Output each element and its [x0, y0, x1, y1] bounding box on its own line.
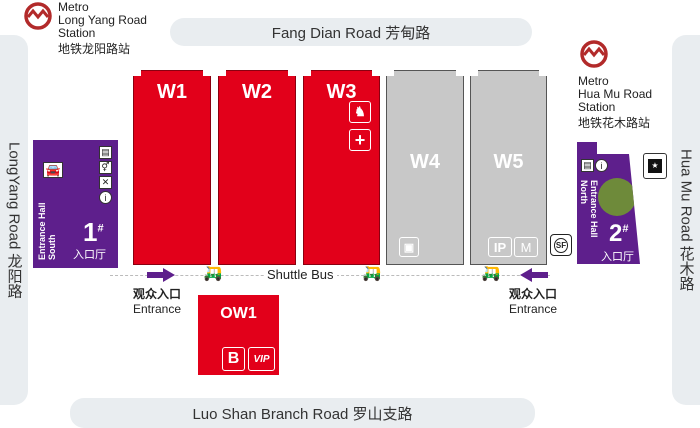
printer-icon: ▤	[99, 146, 112, 159]
hall-label: OW1	[220, 305, 257, 322]
shuttle-bus-icon: 🛺	[203, 265, 223, 282]
hall-en-line: Entrance Hall	[589, 180, 599, 238]
north-hall-number: 2#	[609, 220, 628, 248]
hall-label: W3	[326, 81, 357, 103]
road-luo-shan: Luo Shan Branch Road 罗山支路	[70, 398, 535, 428]
service-desk-icon: ▣	[399, 237, 419, 257]
station-name: Long Yang Road	[58, 13, 147, 27]
road-hua-mu: Hua Mu Road 花木路	[672, 35, 700, 405]
shopping-bag-icon: ★	[643, 153, 667, 179]
shuttle-bus-label: Shuttle Bus	[264, 267, 337, 282]
info-icon: i	[595, 159, 608, 172]
ip-icon: IP	[488, 237, 512, 257]
business-lounge-icon: B	[222, 347, 245, 371]
station-label: Station	[578, 100, 616, 114]
hall-w2[interactable]: W2	[218, 70, 296, 265]
sf-label: SF	[553, 237, 569, 253]
road-longyang: LongYang Road 龙阳路	[0, 35, 28, 405]
metro-label: Metro	[578, 74, 609, 88]
shuttle-bus-icon: 🛺	[481, 265, 501, 282]
south-entrance-hall[interactable]: 🚘 ▤ ⚥ ✕ i Entrance Hall South 1# 入口厅	[33, 140, 118, 268]
road-label: Fang Dian Road 芳甸路	[271, 24, 431, 42]
entrance-en: Entrance	[509, 302, 558, 316]
metro-long-yang: Metro Long Yang Road Station 地铁龙阳路站	[58, 1, 147, 56]
nursing-room-icon: ♞	[349, 101, 371, 123]
south-hall-cn: 入口厅	[73, 249, 106, 261]
mcdonalds-label: M	[520, 239, 532, 255]
metro-hua-mu: Metro Hua Mu Road Station 地铁花木路站	[578, 75, 652, 130]
hall-w3[interactable]: W3 ♞ +	[303, 70, 380, 265]
hall-w4[interactable]: W4 ▣	[386, 70, 464, 265]
restroom-icon: ⚥	[99, 161, 112, 174]
printer-icon: ▤	[581, 159, 594, 172]
restaurant-icon: ✕	[99, 176, 112, 189]
vip-label: VIP	[253, 353, 270, 365]
mcdonalds-icon: M	[514, 237, 538, 257]
south-hall-en: Entrance Hall South	[37, 192, 57, 260]
metro-logo-icon	[580, 40, 608, 68]
hall-en-line: Entrance Hall	[37, 202, 47, 260]
station-name-cn: 地铁龙阳路站	[58, 42, 131, 56]
shuttle-bus-icon: 🛺	[362, 265, 382, 282]
info-icon: i	[99, 191, 112, 204]
hall-sup: #	[97, 222, 104, 235]
green-circle	[598, 178, 636, 216]
road-fang-dian: Fang Dian Road 芳甸路	[170, 18, 532, 46]
hall-sup: #	[622, 223, 629, 235]
station-name-cn: 地铁花木路站	[578, 116, 651, 130]
ip-label: IP	[493, 239, 507, 255]
hall-num: 1	[83, 217, 98, 247]
vip-icon: VIP	[248, 347, 275, 371]
entrance-arrow-left-icon	[520, 268, 548, 282]
taxi-icon: 🚘	[43, 162, 63, 178]
hall-label: W2	[242, 81, 272, 103]
first-aid-icon: +	[349, 129, 371, 151]
north-hall-en: Entrance Hall North	[579, 180, 599, 260]
hall-ow1[interactable]: OW1 B VIP	[198, 295, 279, 375]
station-label: Station	[58, 26, 96, 40]
hall-label: W4	[410, 151, 440, 173]
hall-en-line: North	[579, 180, 589, 204]
south-hall-number: 1#	[83, 217, 104, 248]
hall-num: 2	[609, 220, 623, 247]
hall-w1[interactable]: W1	[133, 70, 211, 265]
road-label: Luo Shan Branch Road 罗山支路	[192, 405, 413, 423]
entrance-arrow-right-icon	[147, 268, 175, 282]
hall-en-line: South	[47, 234, 57, 261]
road-label: LongYang Road 龙阳路	[5, 141, 23, 299]
metro-logo-icon	[24, 2, 52, 30]
metro-label: Metro	[58, 0, 89, 14]
north-hall-cn: 入口厅	[601, 251, 634, 263]
sf-express-icon: SF	[550, 234, 572, 256]
hall-w5[interactable]: W5 IP M	[470, 70, 547, 265]
station-name: Hua Mu Road	[578, 87, 653, 101]
hall-label: W1	[157, 81, 187, 103]
north-entrance-hall[interactable]: ▤ i Entrance Hall North 2# 入口厅	[577, 142, 640, 264]
entrance-cn: 观众入口	[133, 287, 182, 301]
hall-label: W5	[493, 151, 524, 173]
road-label: Hua Mu Road 花木路	[677, 149, 695, 291]
entrance-en: Entrance	[133, 302, 182, 316]
b-label: B	[227, 350, 240, 367]
entrance-cn: 观众入口	[509, 287, 558, 301]
